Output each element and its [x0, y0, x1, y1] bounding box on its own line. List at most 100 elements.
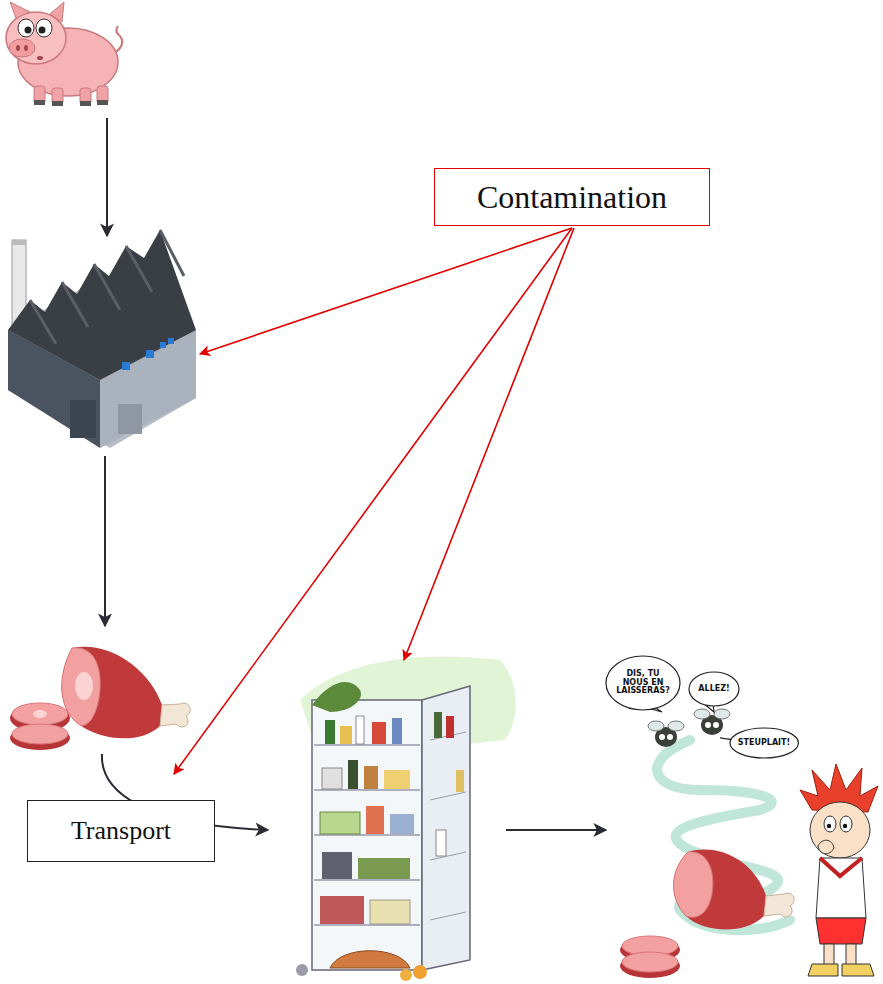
fly-part	[713, 722, 719, 728]
pig-figure-part	[116, 26, 122, 52]
pig-figure-part	[52, 101, 63, 106]
flow-arrow	[106, 118, 108, 236]
spoiled-ham-figure-part	[816, 918, 866, 944]
pig-figure-part	[97, 86, 108, 104]
spoiled-ham-figure-part	[846, 944, 856, 966]
label-box: Transport	[27, 800, 215, 862]
fridge-figure-part	[322, 768, 342, 789]
fridge-figure-part	[400, 969, 412, 981]
flow-arrow	[506, 829, 606, 831]
spoiled-ham-figure-part	[824, 816, 836, 832]
pig-figure-part	[18, 19, 34, 37]
factory-figure-part	[122, 362, 130, 370]
spoiled-ham-figure-part	[816, 858, 866, 918]
fly-part	[705, 722, 711, 728]
pig-figure-part	[16, 45, 20, 51]
factory-figure-part	[30, 230, 184, 344]
contamination-arrows-part	[200, 228, 572, 354]
fridge-figure-part	[358, 858, 410, 879]
fridge-figure-part	[390, 814, 414, 834]
spoiled-ham-figure-part	[840, 816, 852, 832]
pig-figure	[6, 2, 122, 106]
fridge-figure-part	[320, 896, 364, 924]
ham-figure-part	[75, 672, 93, 700]
box-label: Contamination	[477, 179, 667, 216]
fly-part	[659, 734, 665, 740]
factory-figure-part	[12, 240, 26, 245]
fridge-figure-part	[325, 720, 335, 744]
ham-figure-part	[12, 703, 68, 725]
spoiled-ham-figure-part	[764, 893, 794, 917]
fridge-figure-part	[348, 760, 358, 789]
fly-part	[648, 721, 664, 731]
fridge-figure-part	[356, 716, 364, 744]
fridge-figure-part	[312, 700, 422, 970]
spoiled-ham-figure-part	[843, 824, 847, 828]
fly-part	[694, 709, 710, 719]
pig-figure-part	[34, 86, 45, 104]
fridge-figure-part	[366, 806, 384, 834]
fridge-figure-part	[446, 716, 454, 738]
fridge-figure-part	[322, 852, 352, 879]
fridge-figure-part	[364, 766, 378, 789]
ham-figure-part	[160, 703, 190, 727]
ham-figure-part	[33, 710, 47, 718]
ham-figure	[10, 647, 190, 750]
spoiled-ham-figure-part	[810, 802, 870, 858]
factory-figure	[8, 230, 196, 448]
contamination-arrows-part	[404, 228, 574, 660]
fridge-figure-part	[312, 682, 361, 712]
fridge-figure-part	[384, 770, 410, 789]
fridge-figure-part	[456, 770, 464, 792]
box-label: Transport	[71, 816, 171, 846]
spoiled-ham-figure-part	[674, 852, 713, 917]
fridge-figure-part	[430, 792, 466, 800]
pig-figure-part	[50, 2, 64, 22]
fridge-figure-part	[413, 965, 427, 979]
speech-text: ALLEZ!	[698, 685, 729, 693]
factory-figure-part	[70, 400, 96, 438]
fridge-figure-part	[320, 812, 360, 834]
factory-figure-part	[8, 230, 196, 380]
spoiled-ham-figure-part	[622, 952, 678, 972]
fridge-figure-part	[372, 722, 386, 744]
spoiled-ham-figure-part	[820, 858, 862, 876]
speech-text: DIS, TU NOUS EN LAISSERAS?	[614, 670, 672, 695]
bubble-outline	[606, 656, 680, 710]
fridge-figure-part	[330, 951, 410, 968]
factory-figure-part	[168, 338, 174, 344]
pig-figure-part	[39, 27, 46, 34]
pig-figure-part	[10, 2, 30, 18]
fridge-figure-part	[370, 900, 410, 924]
fridge-figure-part	[314, 744, 420, 746]
pig-figure-part	[25, 27, 32, 34]
pig-figure-part	[37, 56, 43, 60]
pig-figure-part	[34, 100, 45, 105]
pig-figure-part	[9, 39, 35, 57]
spoiled-ham-figure-part	[674, 850, 795, 930]
pig-figure-part	[24, 45, 28, 51]
bubble-outline	[730, 728, 798, 758]
fly	[648, 721, 684, 747]
speech-bubble: STEUPLAIT!	[729, 727, 799, 759]
fridge-figure-part	[430, 852, 466, 860]
spoiled-ham-figure	[620, 709, 878, 978]
fly-part	[667, 734, 673, 740]
pig-figure-part	[52, 88, 63, 105]
speech-bubble: ALLEZ!	[688, 671, 740, 707]
fly-part	[714, 709, 730, 719]
fly-part	[668, 721, 684, 731]
ham-figure-part	[62, 647, 191, 739]
spoiled-ham-figure-part	[824, 944, 834, 966]
pig-figure-part	[6, 12, 66, 64]
pig-figure-part	[80, 101, 91, 106]
contamination-arrows-part	[174, 228, 572, 774]
speech-text: STEUPLAIT!	[738, 739, 790, 747]
pig-figure-part	[80, 88, 91, 105]
fridge-figure-part	[422, 686, 470, 970]
fridge-figure	[296, 656, 516, 981]
fridge-figure-part	[340, 726, 352, 744]
fridge-figure-part	[436, 830, 446, 856]
flow-arrow	[104, 456, 106, 626]
callout-box: Contamination	[434, 168, 710, 226]
